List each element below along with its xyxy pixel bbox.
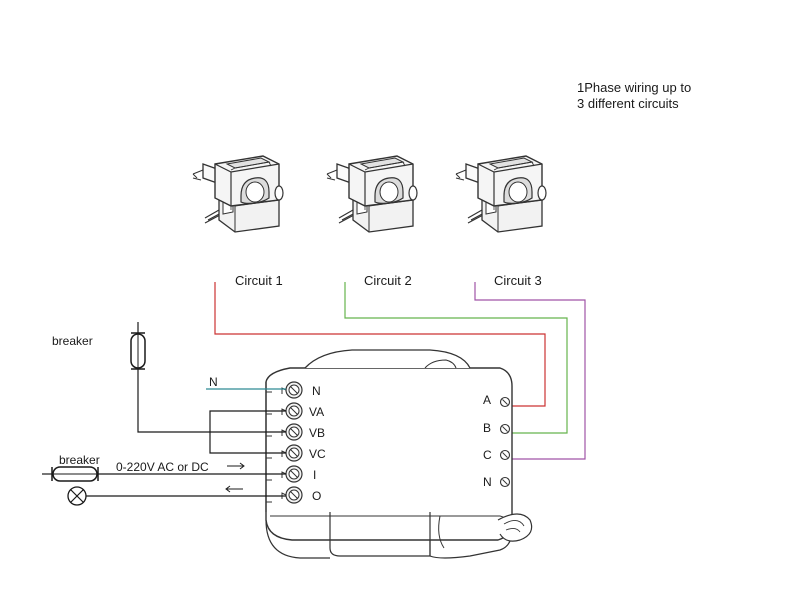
terminal-label-vb: VB <box>309 426 325 440</box>
wiring-note: 1Phase wiring up to 3 different circuits <box>577 80 691 112</box>
fuse-icon <box>130 322 146 370</box>
circuit-1-label: Circuit 1 <box>235 273 283 288</box>
circuit-1-wire <box>214 282 546 407</box>
terminal-label-a: A <box>483 393 491 407</box>
breaker-bottom-label: breaker <box>59 453 100 467</box>
circuit-2-label: Circuit 2 <box>364 273 412 288</box>
neutral-wire-label: N <box>209 375 218 389</box>
arrow-left-icon <box>225 485 243 493</box>
wiring-note-line-1: 1Phase wiring up to <box>577 80 692 95</box>
fuse-icon-horizontal <box>42 466 99 482</box>
arrow-right-icon <box>227 462 245 470</box>
current-transformer-2 <box>326 155 418 233</box>
wiring-note-line-2: 3 different circuits <box>577 96 679 111</box>
meter-module <box>265 349 533 559</box>
lamp-icon <box>67 486 87 506</box>
terminal-label-n: N <box>312 384 321 398</box>
terminal-label-i: I <box>313 468 316 482</box>
breaker-top-label: breaker <box>52 334 93 348</box>
terminal-n2-screw <box>499 476 511 488</box>
circuit-3-wire <box>474 282 586 460</box>
terminal-label-vc: VC <box>309 447 326 461</box>
terminal-b-screw <box>499 423 511 435</box>
circuit-3-label: Circuit 3 <box>494 273 542 288</box>
circuit-2-wire <box>344 282 568 434</box>
line-wire <box>137 368 286 454</box>
terminal-label-b: B <box>483 421 491 435</box>
supply-label: 0-220V AC or DC <box>116 460 209 474</box>
terminal-a-screw <box>499 396 511 408</box>
terminal-c-screw <box>499 449 511 461</box>
current-transformer-1 <box>192 155 284 233</box>
terminal-label-c: C <box>483 448 492 462</box>
terminal-label-o: O <box>312 489 321 503</box>
terminal-label-va: VA <box>309 405 324 419</box>
current-transformer-3 <box>455 155 547 233</box>
terminal-label-n-right: N <box>483 475 492 489</box>
